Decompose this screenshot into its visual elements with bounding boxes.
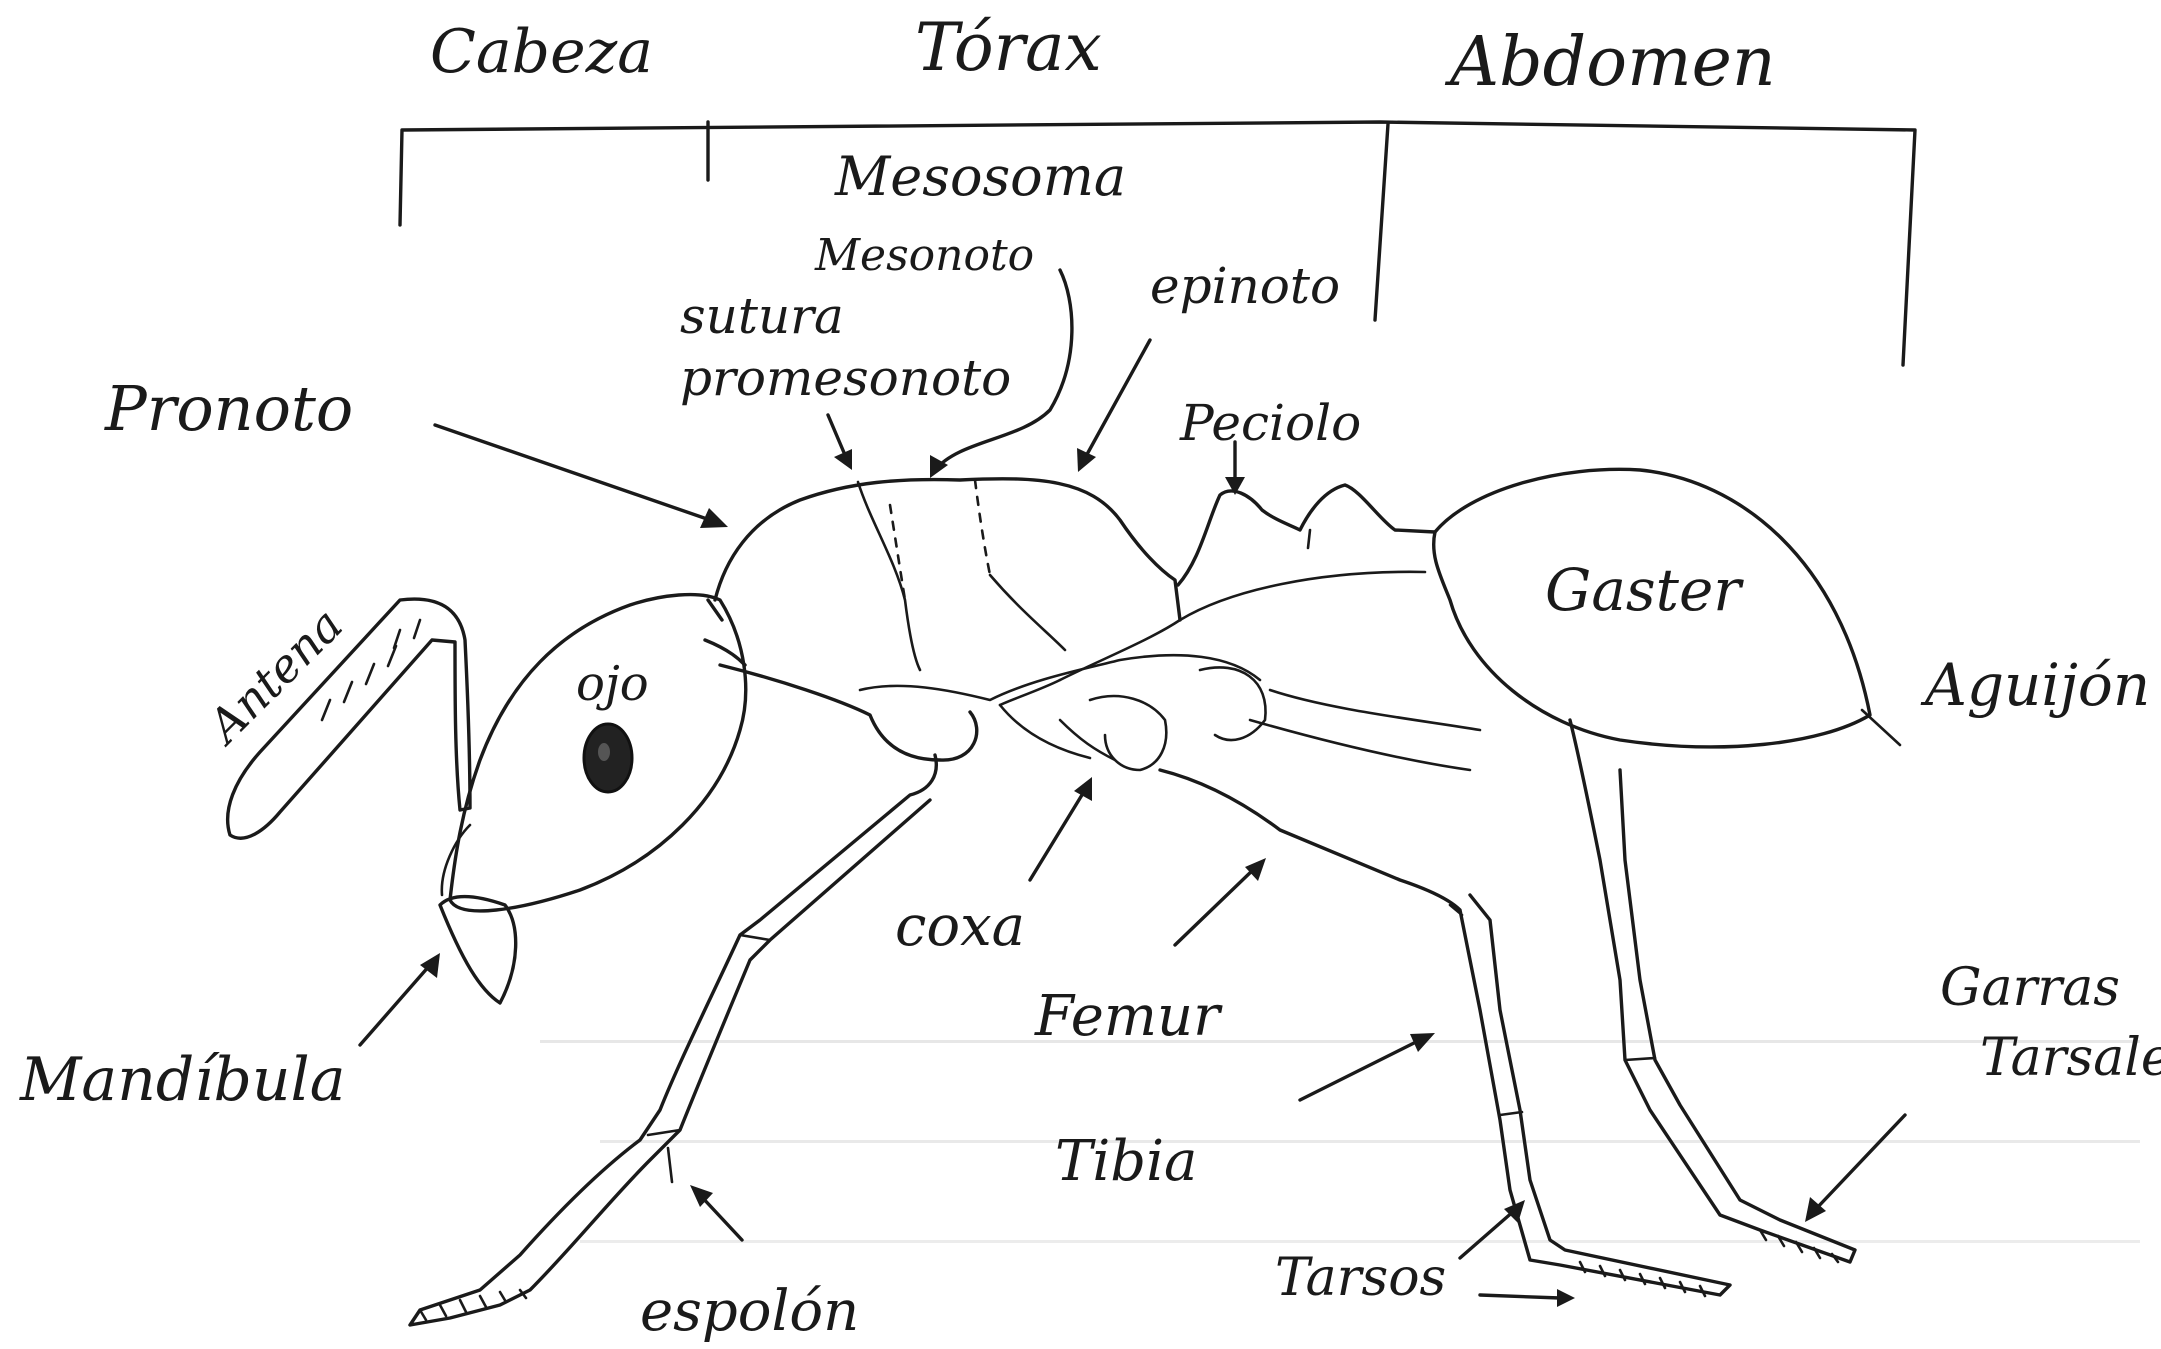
label-espolon: espolón: [640, 1279, 859, 1344]
label-tibia: Tibia: [1055, 1129, 1197, 1194]
label-epinoto: epinoto: [1150, 257, 1340, 315]
region-brackets: [400, 122, 1915, 365]
region-label-head: Cabeza: [430, 17, 653, 87]
label-mesonoto: Mesonoto: [814, 230, 1034, 281]
label-aguijon: Aguijón: [1920, 651, 2150, 719]
middle-leg: [1160, 770, 1730, 1295]
label-ojo: ojo: [576, 656, 649, 712]
label-coxa: coxa: [895, 894, 1025, 959]
region-label-mesosoma: Mesosoma: [834, 145, 1126, 208]
label-garras-line1: Garras: [1940, 958, 2120, 1018]
mesosoma-outline: [715, 479, 1180, 620]
label-sutura-line1: sutura: [680, 287, 844, 345]
hind-leg: [1570, 720, 1855, 1262]
labels: Cabeza Tórax Abdomen Mesosoma Mesonoto s…: [19, 9, 2161, 1344]
region-label-thorax: Tórax: [915, 9, 1102, 86]
label-pronoto: Pronoto: [104, 372, 353, 445]
label-peciolo: Peciolo: [1179, 394, 1361, 452]
label-gaster: Gaster: [1545, 556, 1744, 624]
label-femur: Femur: [1034, 984, 1223, 1049]
label-sutura-line2: promesonoto: [680, 349, 1011, 407]
label-garras-line2: Tarsales: [1980, 1028, 2161, 1088]
label-mandibula: Mandíbula: [19, 1045, 345, 1115]
region-label-abdomen: Abdomen: [1444, 23, 1776, 102]
petiole: [1178, 485, 1435, 585]
bleed-through-background: [540, 1040, 2140, 1243]
label-tarsos: Tarsos: [1275, 1248, 1446, 1308]
